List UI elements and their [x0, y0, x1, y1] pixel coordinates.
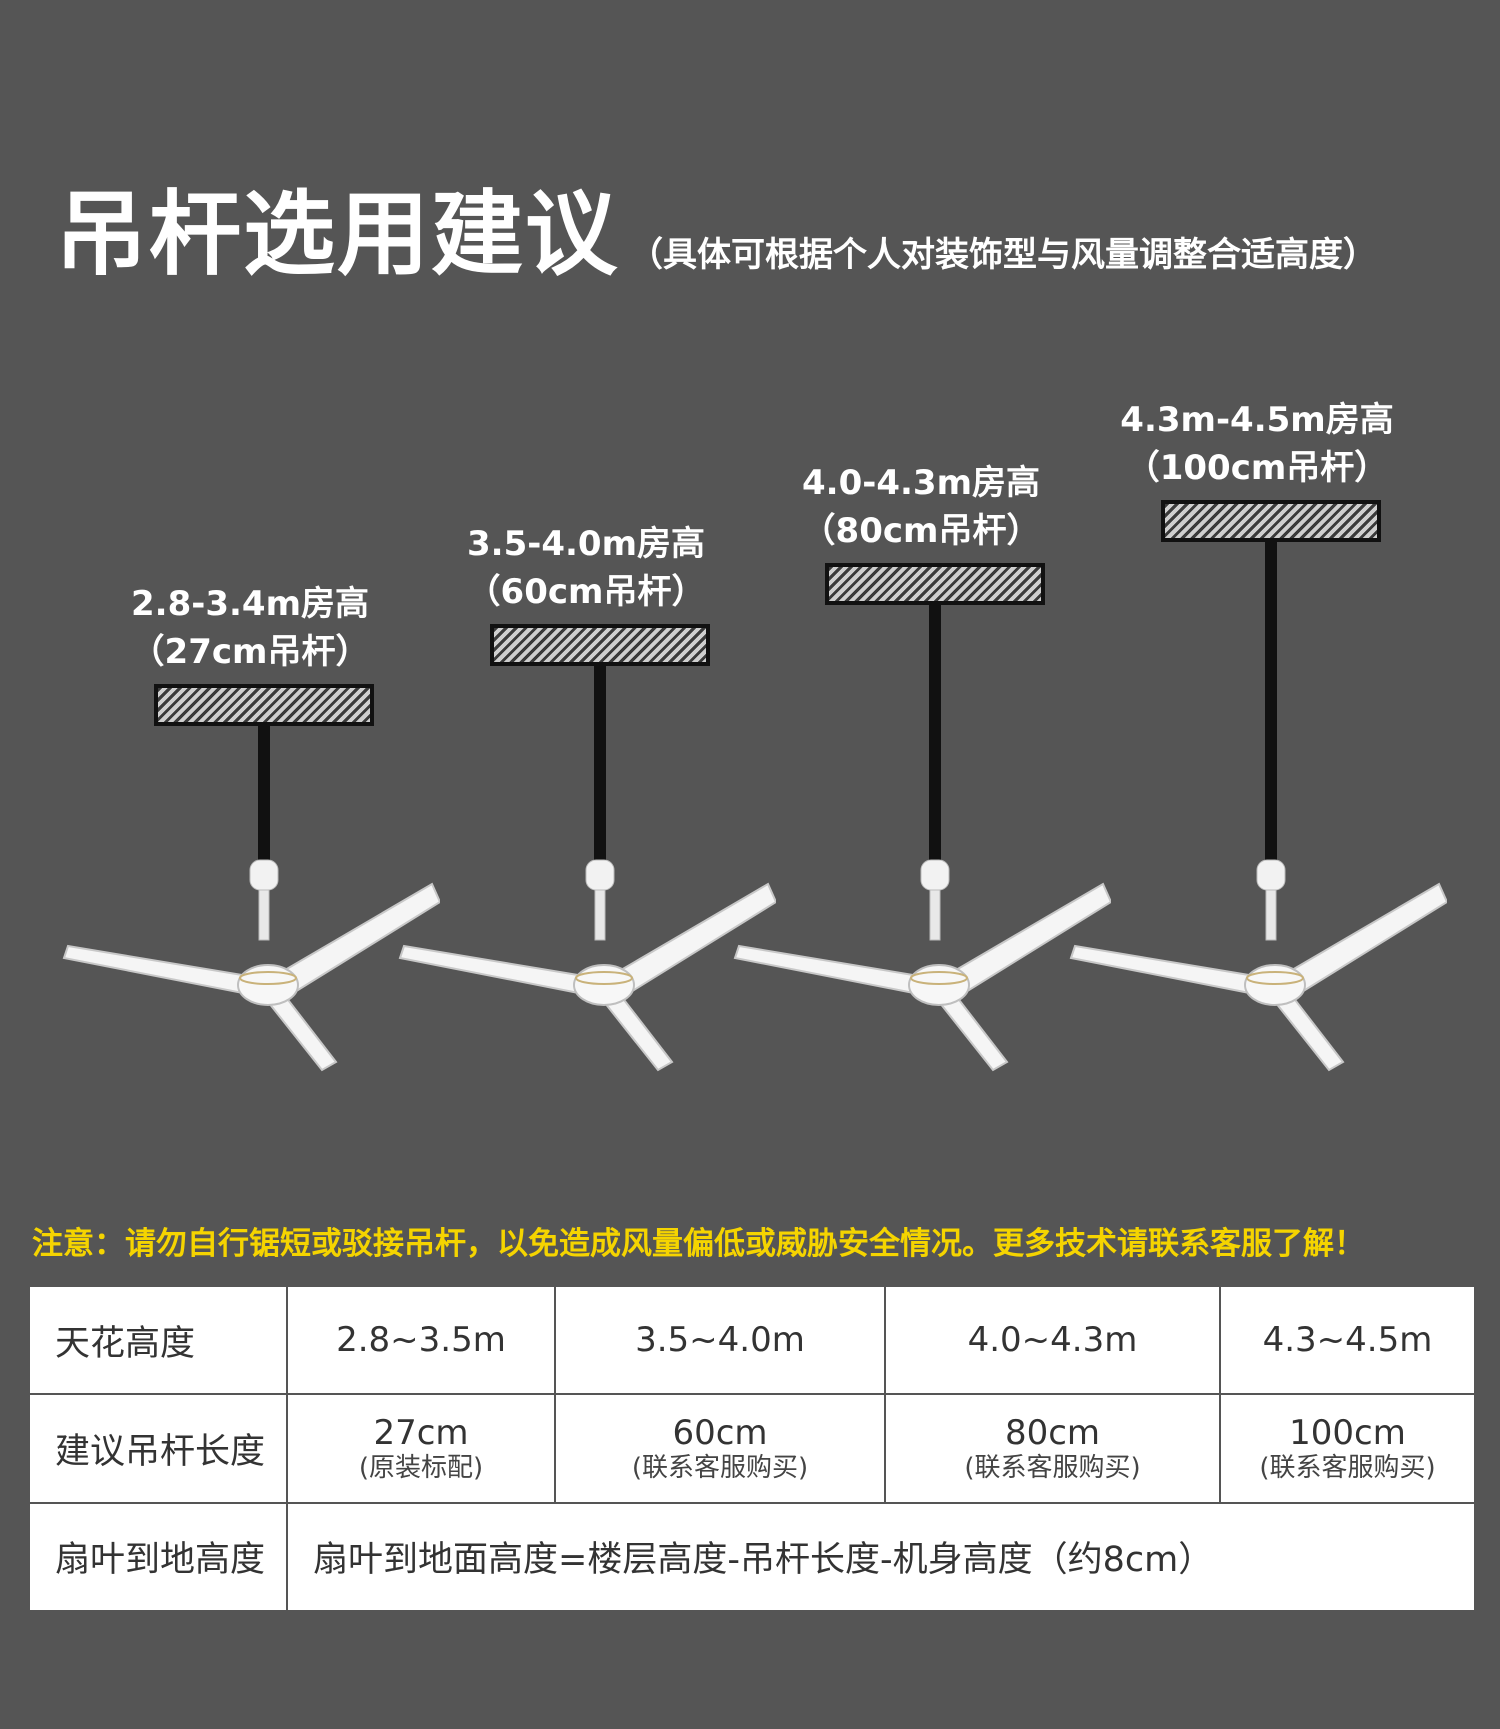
row-header-rod-length: 建议吊杆长度: [28, 1393, 288, 1504]
ceiling-fan-icon: [62, 859, 440, 1072]
ceiling-fan-icon: [398, 859, 776, 1072]
fan-illustration-3: 4.0-4.3m房高 （80cm吊杆）: [731, 459, 1111, 1099]
ceiling-canopy: [490, 624, 710, 666]
height-cell: 2.8~3.5m: [286, 1284, 556, 1396]
rod-length: 80cm: [1004, 1413, 1101, 1454]
rod-length: 60cm: [672, 1413, 768, 1454]
fan-illustration-2: 3.5-4.0m房高 （60cm吊杆）: [396, 520, 776, 1160]
rod-cell: 60cm (联系客服购买): [554, 1393, 886, 1504]
row-header-blade-height: 扇叶到地高度: [28, 1501, 288, 1613]
fan-rod-label: （60cm吊杆）: [466, 572, 706, 612]
fan-range-label: 4.3m-4.5m房高: [1120, 400, 1394, 440]
notice-text: 注意：请勿自行锯短或驳接吊杆，以免造成风量偏低或威胁安全情况。更多技术请联系客服…: [32, 1226, 1365, 1262]
rod-note: (联系客服购买): [1259, 1453, 1436, 1484]
page-title-group: 吊杆选用建议（具体可根据个人对装饰型与风量调整合适高度）: [55, 160, 1377, 293]
page-title: 吊杆选用建议: [55, 181, 620, 288]
table-row: 扇叶到地高度 扇叶到地面高度=楼层高度-吊杆长度-机身高度（约8cm）: [28, 1501, 1476, 1613]
height-cell: 4.0~4.3m: [884, 1284, 1221, 1396]
fan-illustration-1: 2.8-3.4m房高 （27cm吊杆）: [60, 580, 440, 1220]
spec-table: 天花高度 2.8~3.5m 3.5~4.0m 4.0~4.3m 4.3~4.5m…: [28, 1284, 1476, 1613]
rod-cell: 80cm (联系客服购买): [884, 1393, 1221, 1504]
fan-rod-label: （80cm吊杆）: [801, 511, 1041, 551]
row-header-ceiling-height: 天花高度: [28, 1284, 288, 1396]
fan-range-label: 4.0-4.3m房高: [802, 463, 1040, 503]
downrod: [594, 666, 606, 862]
formula-cell: 扇叶到地面高度=楼层高度-吊杆长度-机身高度（约8cm）: [286, 1501, 1476, 1613]
fan-range-label: 2.8-3.4m房高: [131, 584, 369, 624]
rod-note: (联系客服购买): [631, 1453, 809, 1484]
table-row: 天花高度 2.8~3.5m 3.5~4.0m 4.0~4.3m 4.3~4.5m: [28, 1284, 1476, 1396]
fan-rod-label: （27cm吊杆）: [130, 632, 370, 672]
page-subtitle: （具体可根据个人对装饰型与风量调整合适高度）: [629, 235, 1378, 275]
downrod: [929, 605, 941, 862]
rod-cell: 27cm (原装标配): [286, 1393, 556, 1504]
rod-cell: 100cm (联系客服购买): [1219, 1393, 1476, 1504]
rod-note: (联系客服购买): [964, 1453, 1141, 1484]
fan-range-label: 3.5-4.0m房高: [467, 524, 705, 564]
ceiling-fan-icon: [1069, 859, 1447, 1072]
ceiling-canopy: [1161, 500, 1381, 542]
rod-length: 100cm: [1289, 1413, 1406, 1454]
downrod: [258, 726, 270, 862]
ceiling-canopy: [154, 684, 374, 726]
fan-rod-label: （100cm吊杆）: [1125, 448, 1389, 488]
rod-length: 27cm: [373, 1413, 469, 1454]
rod-note: (原装标配): [358, 1453, 484, 1484]
ceiling-fan-icon: [733, 859, 1111, 1072]
table-row: 建议吊杆长度 27cm (原装标配) 60cm (联系客服购买) 80cm (联…: [28, 1393, 1476, 1504]
height-cell: 4.3~4.5m: [1219, 1284, 1476, 1396]
height-cell: 3.5~4.0m: [554, 1284, 886, 1396]
ceiling-canopy: [825, 563, 1045, 605]
downrod: [1265, 542, 1277, 862]
fan-illustration-4: 4.3m-4.5m房高 （100cm吊杆）: [1067, 396, 1447, 1072]
